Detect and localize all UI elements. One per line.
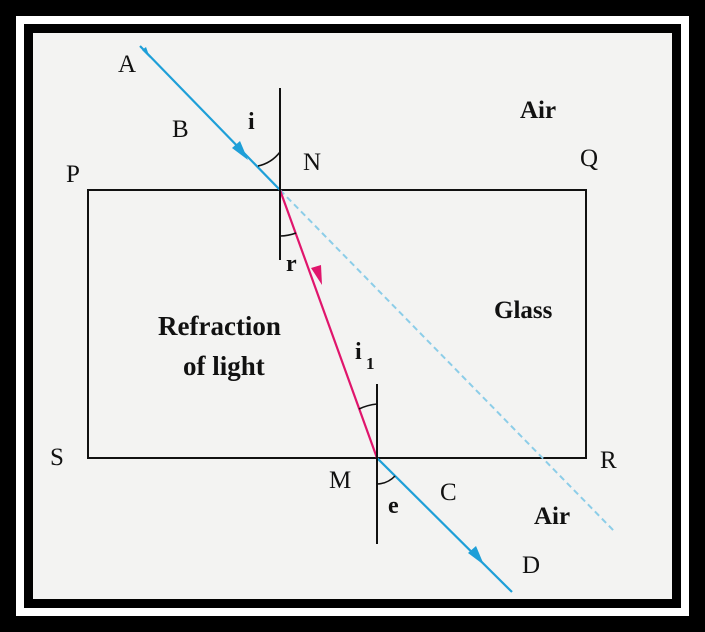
label-b: B — [172, 116, 189, 143]
emergent-arrow — [468, 546, 484, 565]
caption-line-1: Refraction — [158, 311, 281, 341]
label-n: N — [303, 149, 321, 176]
label-m: M — [329, 467, 351, 494]
medium-label-glass: Glass — [494, 297, 553, 324]
angle-i-arc — [257, 151, 281, 167]
label-q: Q — [580, 145, 598, 172]
caption-line-2: of light — [183, 351, 265, 381]
label-r: R — [600, 447, 617, 474]
medium-label-air-bottom: Air — [534, 503, 570, 530]
angle-label-r: r — [286, 251, 297, 277]
angle-e-arc — [376, 475, 396, 485]
medium-label-air-top: Air — [520, 97, 556, 124]
angle-label-i1-subscript: 1 — [366, 354, 375, 373]
label-d: D — [522, 552, 540, 579]
emergent-ray — [376, 457, 513, 593]
label-a: A — [118, 51, 136, 78]
incident-arrow — [232, 141, 248, 160]
angle-r-arc — [279, 232, 297, 237]
angle-label-i1: i — [355, 339, 362, 365]
glass-block — [87, 189, 587, 459]
angle-i1-arc — [358, 403, 378, 410]
incident-start-tick — [142, 47, 150, 58]
refracted-ray — [278, 189, 379, 459]
angle-label-e: e — [388, 493, 399, 519]
label-p: P — [66, 161, 80, 188]
label-c: C — [440, 479, 457, 506]
incident-ray — [139, 45, 281, 191]
refraction-diagram: A B N P Q S R M C D i r i 1 e Air Glass … — [50, 45, 617, 593]
diagram-canvas: A B N P Q S R M C D i r i 1 e Air Glass … — [33, 33, 672, 599]
angle-label-i: i — [248, 109, 255, 135]
refracted-arrow — [311, 265, 322, 285]
label-s: S — [50, 444, 64, 471]
